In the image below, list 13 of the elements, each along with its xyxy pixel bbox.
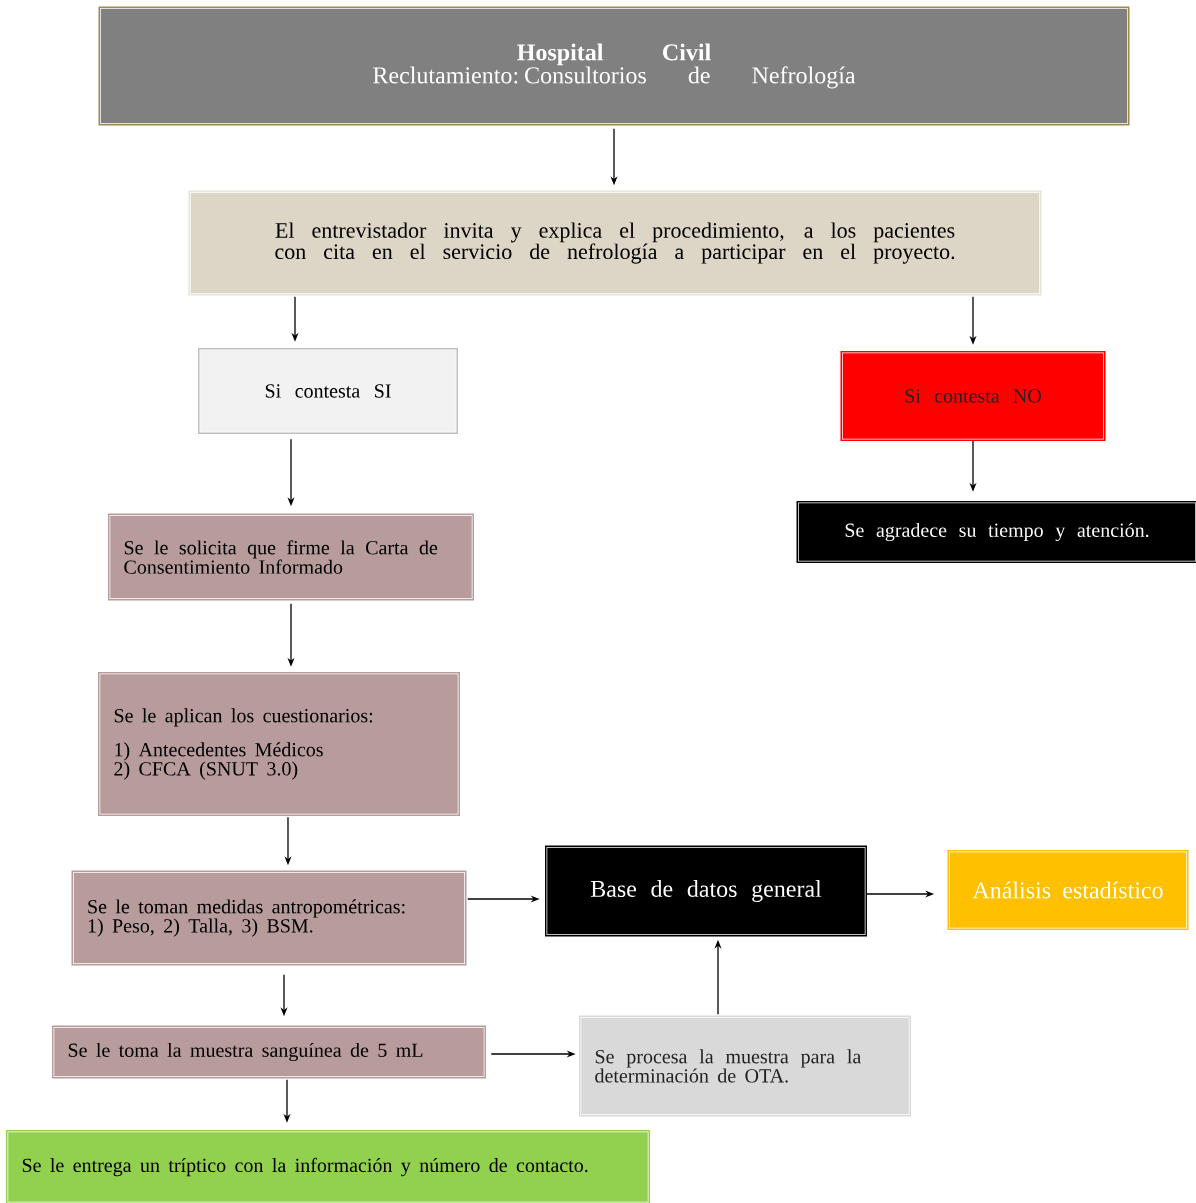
process-box: Se le aplican los cuestionarios: 1) Antecedentes Médicos 2) CFCA (SNUT 3.0) (98, 672, 460, 816)
database-box: Base de datos general (545, 846, 867, 936)
title-box: Hospital Civil Reclutamiento: Consultorios de Nefrología (99, 7, 1129, 125)
process-box: Se le toma la muestra sanguínea de 5 mL (52, 1026, 486, 1078)
process-box: Se le solicita que firme la Carta de Consentimiento Informado (108, 514, 474, 600)
process-box: Se procesa la muestra para la determinación de OTA. (579, 1016, 911, 1116)
process-box: Se le entrega un tríptico con la información y número de contacto. (6, 1130, 650, 1203)
process-box: Se agradece su tiempo y atención. (797, 501, 1196, 563)
process-box: Análisis estadístico (948, 850, 1188, 930)
process-box: El entrevistador invita y explica el procedimiento, a los pacientes con cita en el servicio de nefrología a participar en el proyecto. (189, 191, 1041, 295)
process-box: Se le toman medidas antropométricas: 1) Peso, 2) Talla, 3) BSM. (72, 871, 466, 965)
response-box: Si contesta NO (841, 351, 1105, 441)
response-box: Si contesta SI (198, 348, 458, 434)
